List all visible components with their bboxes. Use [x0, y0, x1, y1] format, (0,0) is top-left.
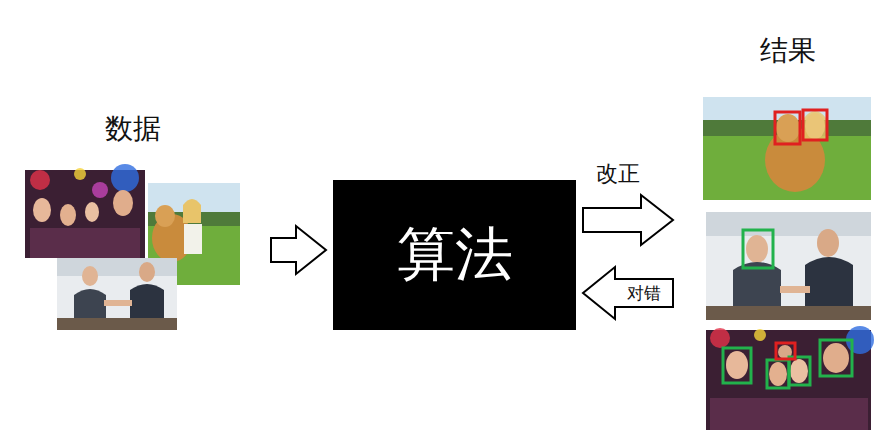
group-heading: 结果: [680, 34, 881, 68]
photo-shape: [183, 199, 201, 223]
block-arrow: [271, 226, 326, 274]
data-group: 数据: [2, 112, 264, 334]
photo-shape: [723, 348, 751, 383]
photo-shape: [746, 235, 768, 263]
box-label: 算法: [397, 220, 513, 290]
photo-shape: [817, 229, 839, 257]
arrow-label: 对错: [625, 283, 663, 303]
photo-shape: [60, 204, 76, 226]
photo-shape: [57, 258, 177, 330]
business-photo: [57, 258, 177, 330]
photo-shape: [775, 112, 800, 144]
photo-shape: [776, 343, 795, 359]
block-arrow: [583, 267, 673, 319]
photo-shape: [790, 359, 808, 383]
photo-shape: [804, 111, 826, 140]
result-group: 结果: [680, 34, 881, 432]
photo-shape: [776, 114, 800, 142]
photo-shape: [92, 182, 108, 198]
photo-shape: [769, 362, 787, 386]
photo-shape: [710, 328, 730, 348]
dog-result-photo: [703, 97, 871, 200]
photo-shape: [82, 266, 98, 286]
photo-shape: [139, 262, 155, 282]
photo-shape: [706, 212, 871, 320]
arrow-label: 改正: [594, 161, 642, 187]
photo-shape: [111, 164, 139, 192]
photo-shape: [820, 340, 852, 376]
photo-shape: [780, 286, 810, 293]
photo-shape: [30, 228, 140, 258]
algorithm-box: 算法: [333, 180, 576, 330]
photo-shape: [706, 330, 871, 430]
photo-shape: [155, 205, 175, 227]
group-heading: 数据: [2, 112, 264, 146]
business-result-photo: [706, 212, 871, 320]
party-result-photo: [706, 326, 874, 430]
photo-shape: [703, 97, 871, 200]
block-arrow: [583, 195, 673, 245]
photo-shape: [113, 190, 133, 216]
photo-shape: [57, 318, 177, 330]
photo-shape: [57, 258, 177, 276]
photo-shape: [823, 343, 849, 373]
photo-shape: [743, 230, 773, 268]
photo-shape: [85, 202, 99, 222]
photo-shape: [754, 329, 766, 341]
photo-shape: [803, 110, 827, 140]
party-photo: [25, 164, 145, 258]
photo-shape: [710, 398, 868, 430]
photo-shape: [706, 212, 871, 236]
photo-shape: [33, 198, 51, 222]
photo-shape: [74, 168, 86, 180]
photo-shape: [104, 300, 132, 306]
photo-shape: [706, 306, 871, 320]
photo-shape: [30, 170, 50, 190]
photo-shape: [726, 351, 748, 379]
photo-shape: [767, 360, 789, 388]
photo-shape: [184, 224, 202, 254]
photo-shape: [789, 357, 810, 385]
